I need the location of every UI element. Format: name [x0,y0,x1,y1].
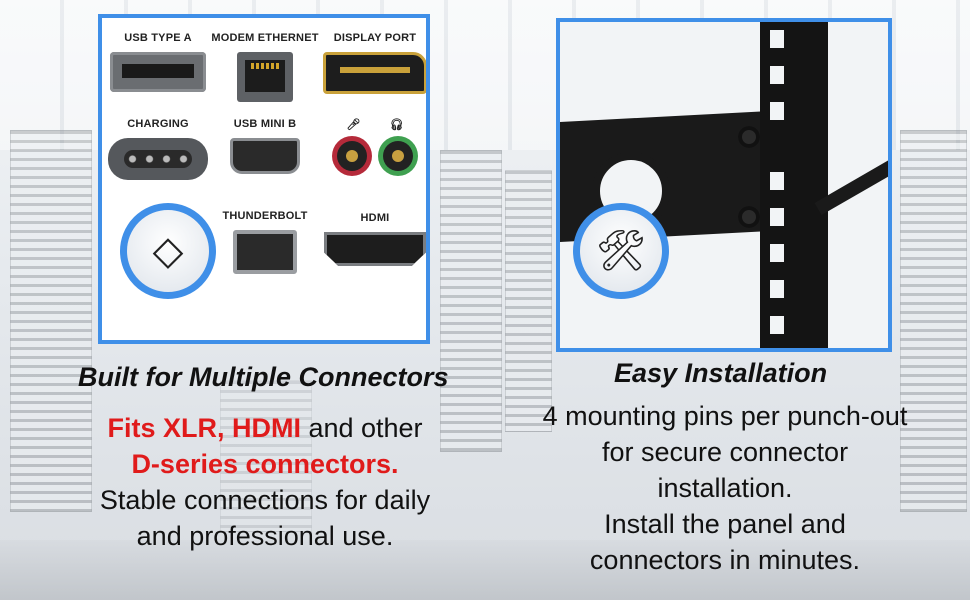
mounting-pin [738,126,760,148]
thunderbolt-port: THUNDERBOLT [208,210,322,274]
audio-jacks: 🎤︎ 🎧︎ [322,118,426,176]
display-port-port: DISPLAY PORT [322,32,426,94]
mounting-pin [738,206,760,228]
usb-mini-b-label: USB MINI B [233,118,297,130]
easy-installation-description: 4 mounting pins per punch-out for secure… [542,401,908,575]
server-rack [220,380,312,532]
usb-mini-b-port: USB MINI B [208,118,322,174]
easy-installation-heading: Easy Installation [614,358,828,388]
charging-port-icon [108,138,208,180]
diamond-icon: ◇ [152,229,184,273]
hdmi-port: HDMI [322,212,426,266]
ethernet-port-icon [237,52,293,102]
usb-type-a-port: USB TYPE A [106,32,210,92]
floor [0,540,970,600]
charging-label: CHARGING [127,118,189,130]
usb-mini-b-icon [230,138,300,174]
thunderbolt-port-icon [233,230,297,274]
multiple-connectors-heading: Built for Multiple Connectors [78,362,449,392]
usb-type-a-label: USB TYPE A [124,32,192,44]
display-port-label: DISPLAY PORT [333,32,417,44]
hdmi-label: HDMI [360,212,390,224]
usb-type-a-icon [110,52,206,92]
quality-badge: ◇ [120,203,216,299]
modem-ethernet-port: MODEM ETHERNET [208,32,322,102]
server-rack [440,150,502,452]
screwdriver-wrench-icon: 🛠︎ [595,229,647,273]
hdmi-port-icon [324,232,426,266]
connector-types-panel: USB TYPE A MODEM ETHERNET DISPLAY PORT C… [98,14,430,344]
charging-port: CHARGING [106,118,210,180]
microphone-icon: 🎤︎ [346,119,361,131]
tools-badge: 🛠︎ [573,203,669,299]
installation-photo-panel [556,18,892,352]
rack-rail [760,22,828,348]
server-rack [10,130,92,512]
microphone-jack-icon [336,141,367,171]
server-rack [505,170,552,432]
headphone-jack-icon [383,141,414,171]
headphones-icon: 🎧︎ [389,119,404,131]
modem-ethernet-label: MODEM ETHERNET [211,32,319,44]
display-port-icon [323,52,426,94]
multiple-connectors-description: Fits XLR, HDMI and other D-series connec… [99,413,431,551]
server-rack [900,130,967,512]
thunderbolt-label: THUNDERBOLT [222,210,308,222]
